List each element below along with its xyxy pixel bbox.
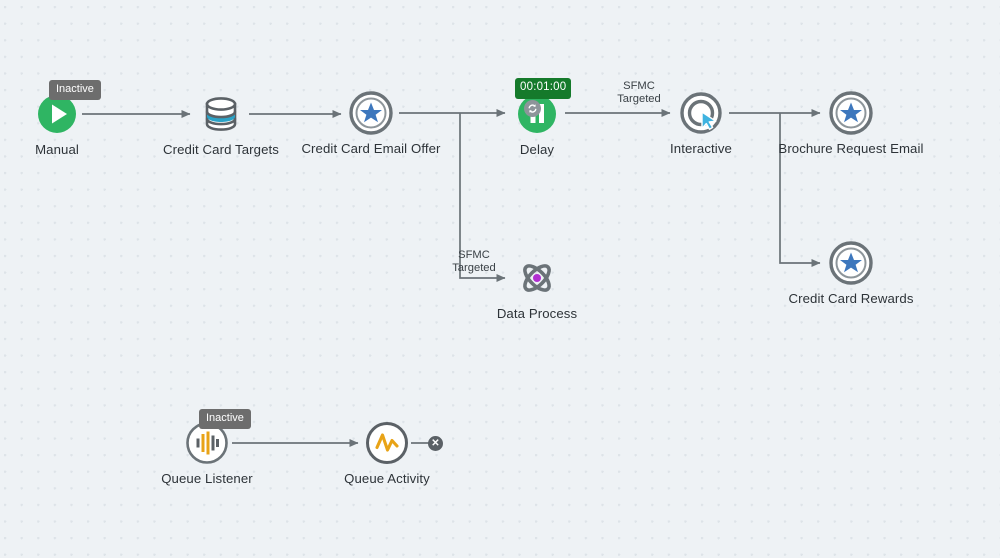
email-star-icon bbox=[828, 240, 874, 286]
node-label-credit-card-targets: Credit Card Targets bbox=[163, 142, 279, 157]
pulse-icon bbox=[364, 420, 410, 466]
atom-process-icon bbox=[514, 255, 560, 301]
email-star-icon bbox=[828, 90, 874, 136]
node-label-brochure-request-email: Brochure Request Email bbox=[778, 141, 924, 156]
database-icon bbox=[198, 91, 244, 137]
node-label-interactive: Interactive bbox=[670, 141, 732, 156]
edge-label-line2: Targeted bbox=[617, 93, 661, 106]
status-badge-manual: Inactive bbox=[49, 80, 101, 100]
node-label-credit-card-email-offer: Credit Card Email Offer bbox=[301, 141, 441, 156]
edge-interactive-to-rewards bbox=[779, 113, 821, 267]
node-label-credit-card-rewards: Credit Card Rewards bbox=[788, 291, 914, 306]
sync-refresh-icon bbox=[524, 100, 541, 117]
edge-label-offer-to-data-process: SFMC Targeted bbox=[444, 249, 504, 275]
email-star-icon bbox=[348, 90, 394, 136]
node-label-queue-activity: Queue Activity bbox=[344, 471, 430, 486]
play-circle-icon bbox=[34, 91, 80, 137]
edge-label-delay-to-interactive: SFMC Targeted bbox=[609, 80, 669, 106]
edge-label-line1: SFMC bbox=[458, 249, 490, 261]
interactive-cursor-icon bbox=[678, 90, 724, 136]
status-badge-queue-listener: Inactive bbox=[199, 409, 251, 429]
node-label-data-process: Data Process bbox=[496, 306, 578, 321]
node-label-delay: Delay bbox=[519, 142, 555, 157]
edge-label-line2: Targeted bbox=[452, 262, 496, 275]
queue-end-cap-icon[interactable]: ✕ bbox=[428, 436, 443, 451]
node-label-manual: Manual bbox=[35, 142, 79, 157]
edge-label-line1: SFMC bbox=[623, 80, 655, 92]
timer-badge-delay: 00:01:00 bbox=[515, 78, 572, 99]
node-label-queue-listener: Queue Listener bbox=[161, 471, 253, 486]
